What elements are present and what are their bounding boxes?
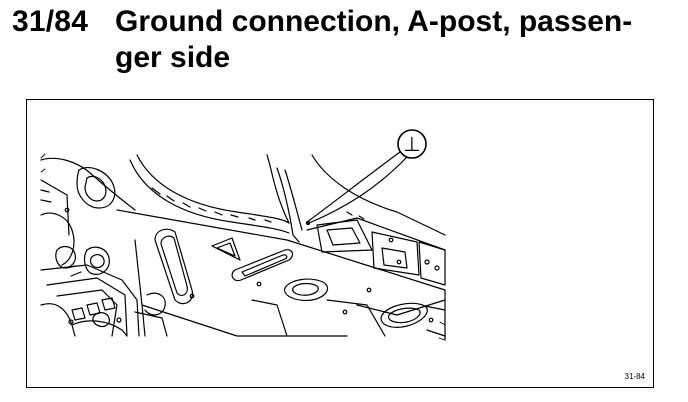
figure-title-line-1: Ground connection, A-post, passen-: [115, 5, 633, 38]
a-post-illustration: ⊥: [40, 129, 446, 341]
ground-point-marker: [305, 220, 311, 226]
ground-symbol-icon: ⊥: [403, 132, 420, 156]
floor-panel: [116, 209, 446, 341]
figure-code: 31-84: [624, 372, 645, 381]
sill-right: [356, 299, 446, 337]
callout-leader-left: [306, 151, 401, 223]
a-post-upper-frame: [129, 154, 303, 243]
figure-title-line-2: ger side: [115, 41, 231, 74]
cowl-right: [306, 154, 446, 286]
callout-leader-right: [308, 156, 408, 224]
ground-symbol-circle: [397, 129, 427, 159]
a-pillar-left: [40, 157, 168, 337]
document-header: 31/84 Ground connection, A-post, passen-…: [12, 4, 682, 74]
figure-number: 31/84: [12, 5, 89, 38]
ground-callout: ⊥: [305, 129, 427, 226]
figure-title: Ground connection, A-post, passen- ger s…: [115, 4, 675, 76]
cut-edges: [40, 153, 446, 341]
figure-frame: ⊥: [26, 99, 654, 388]
